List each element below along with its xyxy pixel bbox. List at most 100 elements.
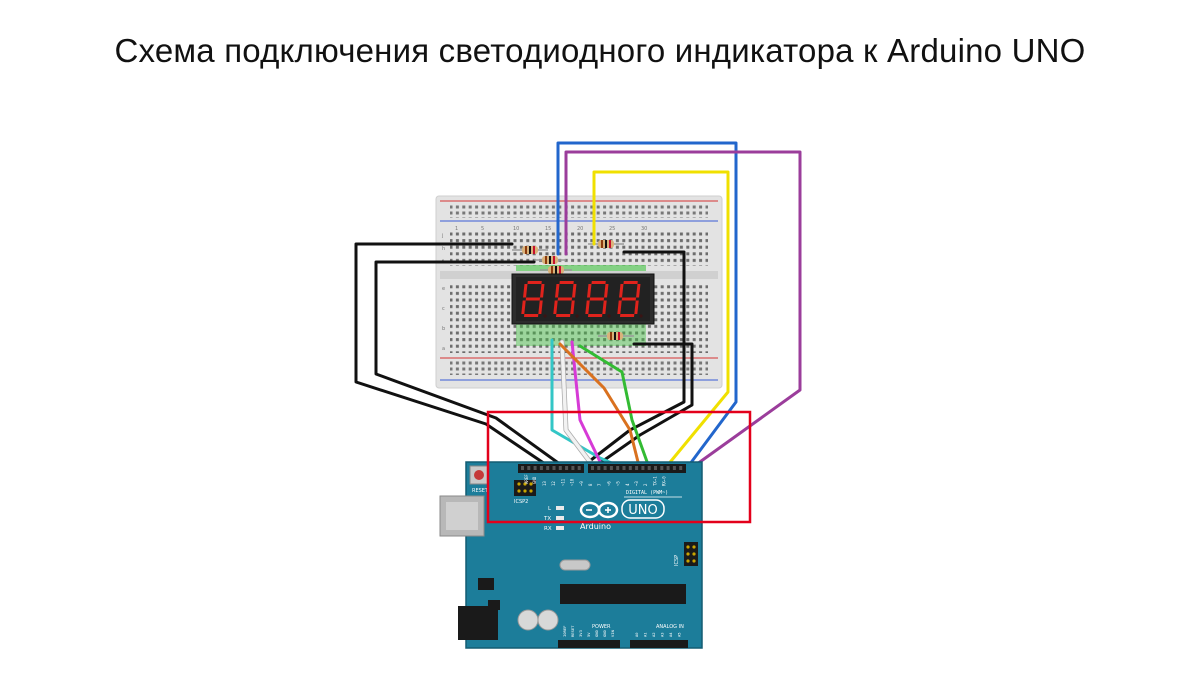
analog-pin-label: A3	[660, 632, 665, 637]
seven-segment-display	[511, 273, 655, 325]
digital-pin-label: 7	[597, 483, 602, 486]
power-label: POWER	[592, 624, 611, 630]
power-pin-label: RESET	[570, 625, 575, 637]
dc-jack	[458, 606, 498, 640]
display-digit	[553, 281, 579, 318]
crystal	[559, 559, 591, 571]
arduino-logo	[579, 501, 619, 519]
digital-pin-label: 4	[625, 483, 630, 486]
power-pin-label: 5V	[586, 632, 591, 637]
reset-button-cap	[474, 470, 484, 480]
row-letter: b	[442, 326, 445, 332]
resistor	[512, 246, 548, 254]
analog-pin-label: A4	[668, 632, 673, 637]
resistor	[534, 256, 566, 264]
digital-pin-label: RX←0	[662, 476, 667, 486]
icsp-header: ICSP	[674, 542, 698, 566]
analog-label: ANALOG IN	[656, 624, 684, 630]
wire-black-gnd	[354, 242, 556, 472]
page-title: Схема подключения светодиодного индикато…	[114, 32, 1086, 69]
column-number: 25	[609, 226, 615, 232]
display-digit	[617, 281, 643, 318]
wire-blue	[556, 141, 738, 474]
icsp-label: ICSP	[674, 555, 680, 566]
power-pin-label: 3V3	[578, 630, 583, 637]
pin-label-gnd: GND	[532, 476, 537, 484]
icsp2-label: ICSP2	[514, 499, 528, 505]
connected-holes-bottom	[516, 322, 646, 346]
regulator-chip	[478, 578, 494, 590]
connected-holes-top	[516, 265, 646, 271]
header-left	[518, 464, 584, 473]
analog-pin-label: A2	[651, 632, 656, 637]
digital-pin-label: 8	[588, 483, 593, 486]
digital-pin-label: ~6	[606, 481, 611, 486]
display-digit	[521, 281, 547, 318]
led-rx	[556, 526, 564, 530]
led-rx-label: RX	[544, 526, 552, 532]
row-letter: a	[442, 346, 445, 352]
led-l	[556, 506, 564, 510]
resistor	[540, 266, 572, 274]
capacitor	[537, 609, 559, 631]
display-digit	[585, 281, 611, 318]
led-l-label: L	[548, 506, 552, 512]
model-label: UNO	[628, 503, 657, 518]
regulator-chip	[488, 600, 500, 610]
power-pin-label: IOREF	[562, 625, 567, 637]
column-number: 1	[455, 226, 458, 232]
icsp2-header: ICSP2	[514, 480, 536, 505]
led-tx-label: TX	[543, 516, 551, 522]
power-pin-label: GND	[602, 629, 607, 637]
terminal-strip-top	[450, 232, 708, 266]
column-number: 5	[481, 226, 484, 232]
digital-pin-label: ~11	[560, 478, 565, 486]
digital-pin-label: ~9	[579, 481, 584, 486]
analog-pin-label: A5	[677, 632, 682, 637]
wire-green	[578, 344, 652, 472]
analog-pin-label: A1	[643, 632, 648, 637]
led-tx	[556, 516, 564, 520]
wires	[354, 141, 802, 484]
row-letter: c	[442, 306, 445, 312]
digital-pin-label: 13	[542, 481, 547, 486]
digital-pin-label: ~5	[616, 481, 621, 486]
digital-pin-label: ~10	[570, 478, 575, 486]
power-rail-bottom	[450, 361, 708, 375]
wire-black-gnd	[374, 260, 570, 472]
column-number: 10	[513, 226, 519, 232]
row-letter: j	[441, 233, 443, 239]
wire-black	[588, 342, 694, 472]
display-digits	[521, 281, 643, 318]
digital-pin-label: ~3	[634, 481, 639, 486]
pin-label-aref: AREF	[524, 474, 529, 484]
brand-label: Arduino	[580, 522, 611, 531]
wire-purple	[564, 150, 802, 484]
analog-pin-label: A0	[634, 632, 639, 637]
resistors	[512, 240, 634, 340]
digital-pin-label: 12	[551, 481, 556, 486]
digital-label: DIGITAL (PWM~)	[626, 490, 668, 496]
column-number: 30	[641, 226, 647, 232]
wire-magenta	[570, 340, 606, 472]
reset-label: RESET	[472, 488, 489, 494]
arduino-uno-board: RESET ICSP2 L TX RX UNO Arduino	[439, 461, 703, 649]
digital-pins	[521, 466, 683, 470]
digital-header: DIGITAL (PWM~)	[518, 464, 686, 498]
power-pin-label: GND	[594, 629, 599, 637]
column-number: 20	[577, 226, 583, 232]
power-pin-label: VIN	[610, 629, 615, 637]
atmega-chip	[560, 584, 686, 604]
column-number: 15	[545, 226, 551, 232]
wire-white	[560, 340, 598, 472]
digital-pin-label: 2	[643, 483, 648, 486]
row-letter: e	[442, 286, 445, 292]
wire-yellow	[592, 170, 730, 474]
wire-orange	[558, 342, 642, 472]
capacitor	[517, 609, 539, 631]
wire-black	[576, 250, 686, 472]
